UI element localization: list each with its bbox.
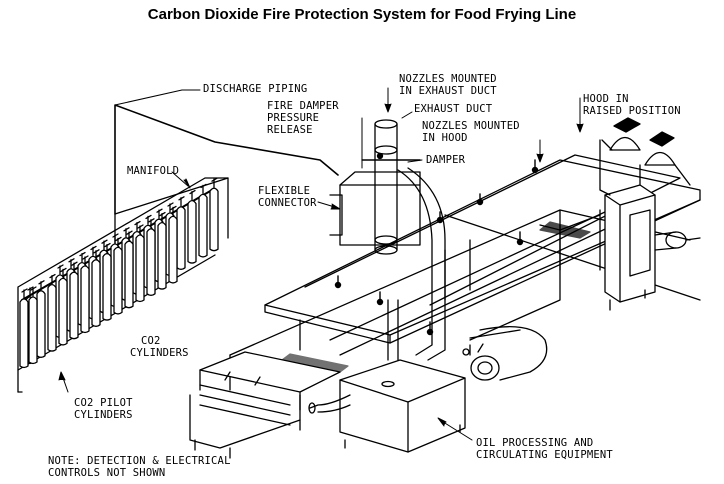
- co2-cylinder: [113, 236, 123, 315]
- label-co2-pilot-line1: CO2 PILOT: [74, 397, 133, 409]
- label-oil-processing-line1: OIL PROCESSING AND: [476, 437, 594, 449]
- label-co2-cylinders-line2: CYLINDERS: [130, 347, 189, 359]
- label-fire-damper-line1: FIRE DAMPER: [267, 100, 339, 112]
- raised-hood-units: [599, 117, 691, 196]
- label-manifold: MANIFOLD: [127, 165, 180, 177]
- co2-cylinder: [146, 218, 156, 296]
- infeed-conveyor: [189, 351, 341, 459]
- label-hood-raised-line2: RAISED POSITION: [583, 105, 681, 117]
- note-line1: NOTE: DETECTION & ELECTRICAL: [48, 455, 231, 467]
- note-line2: CONTROLS NOT SHOWN: [48, 467, 166, 479]
- co2-cylinder: [198, 183, 208, 258]
- label-nozzles-exhaust-duct-line1: NOZZLES MOUNTED: [399, 73, 497, 85]
- label-oil-processing-line2: CIRCULATING EQUIPMENT: [476, 449, 613, 461]
- label-exhaust-duct: EXHAUST DUCT: [414, 103, 493, 115]
- co2-cylinder: [209, 177, 219, 252]
- label-nozzles-hood-line1: NOZZLES MOUNTED: [422, 120, 520, 132]
- co2-cylinder: [135, 224, 145, 303]
- label-co2-cylinders-line1: CO2: [141, 335, 161, 347]
- discharge-piping: [114, 89, 339, 215]
- co2-cylinder: [80, 255, 90, 334]
- label-fire-damper-line2: PRESSURE: [267, 112, 320, 124]
- oil-processing-tank: [308, 359, 466, 453]
- co2-cylinder: [91, 249, 101, 327]
- label-fire-damper-line3: RELEASE: [267, 124, 313, 136]
- co2-cylinder: [168, 205, 178, 284]
- co2-pilot-cylinder: [19, 288, 29, 369]
- fryer-body: [229, 204, 701, 391]
- cylinder-group: [19, 177, 219, 369]
- flexible-connector-pipe: [387, 167, 446, 361]
- label-discharge-piping: DISCHARGE PIPING: [203, 83, 308, 95]
- co2-cylinder: [58, 267, 68, 346]
- co2-cylinder: [176, 196, 186, 270]
- control-cabinet: [604, 184, 701, 311]
- co2-cylinder: [124, 230, 134, 309]
- co2-cylinder: [187, 189, 197, 264]
- label-nozzles-hood-line2: IN HOOD: [422, 132, 468, 144]
- co2-cylinder: [47, 273, 57, 352]
- co2-cylinder: [36, 280, 46, 358]
- diagram-title: Carbon Dioxide Fire Protection System fo…: [147, 6, 577, 23]
- nozzles: [334, 159, 539, 336]
- co2-pilot-cylinder: [28, 286, 38, 365]
- label-flexible-connector-line2: CONNECTOR: [258, 197, 317, 209]
- exhaust-duct: [329, 119, 421, 255]
- co2-cylinder-bank: [17, 177, 229, 393]
- label-hood-raised-line1: HOOD IN: [583, 93, 629, 105]
- co2-cylinder: [102, 242, 112, 321]
- label-flexible-connector-line1: FLEXIBLE: [258, 185, 311, 197]
- leader-lines: [58, 87, 584, 441]
- label-damper: DAMPER: [426, 154, 466, 166]
- co2-cylinder: [69, 261, 79, 340]
- label-nozzles-exhaust-duct-line2: IN EXHAUST DUCT: [399, 85, 497, 97]
- circulating-pump: [462, 326, 548, 381]
- co2-cylinder: [157, 211, 167, 290]
- label-co2-pilot-line2: CYLINDERS: [74, 409, 133, 421]
